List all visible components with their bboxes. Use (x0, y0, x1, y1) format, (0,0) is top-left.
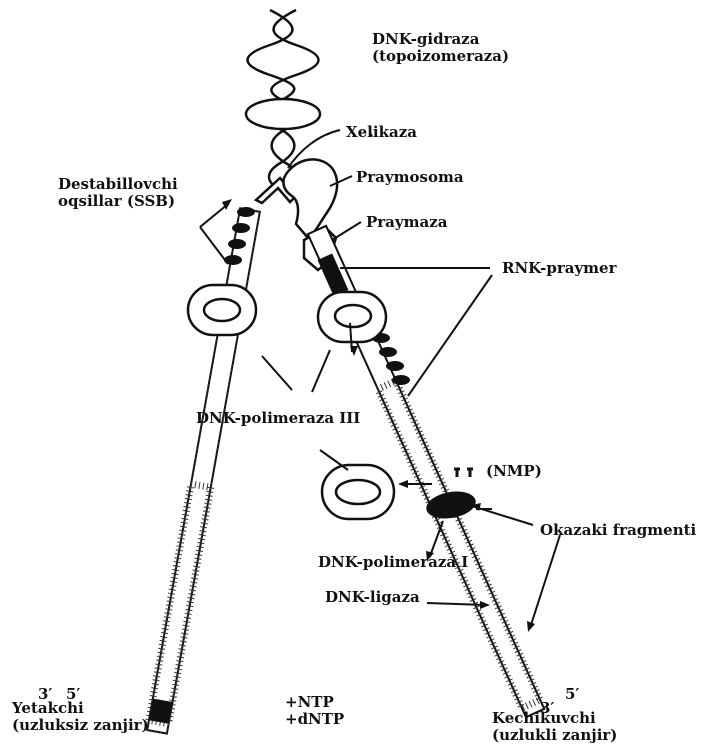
dna-polymerase-3-right (318, 292, 386, 342)
label-dna-polymerase-1: DNK-polimeraza I (318, 554, 468, 571)
label-xelikaza: Xelikaza (346, 124, 417, 141)
label-lagging-line1: Kechikuvchi (492, 700, 617, 727)
label-nmp: (NMP) (486, 463, 542, 480)
label-ntp-line1: +NTP (285, 694, 344, 711)
leading-strand-primer (149, 699, 173, 724)
label-ntp: +NTP +dNTP (285, 694, 344, 729)
label-dna-gidraza-line2: (topoizomeraza) (372, 48, 509, 65)
label-lagging-line2: (uzlukli zanjir) (492, 727, 617, 744)
label-dna-gidraza: DNK-gidraza (topoizomeraza) (372, 31, 509, 66)
label-destab-line1: Destabillovchi (58, 176, 178, 193)
label-praymosoma: Praymosoma (356, 169, 464, 186)
label-dna-gidraza-line1: DNK-gidraza (372, 31, 509, 48)
label-dna-polymerase-3: DNK-polimeraza III (196, 410, 360, 427)
label-dna-ligaza: DNK-ligaza (325, 589, 420, 606)
label-leading-line2: (uzluksiz zanjir) (12, 717, 149, 734)
dna-polymerase-3-free (322, 465, 394, 519)
label-leading-line1: Yetakchi (12, 700, 149, 717)
label-destabilizing-proteins: Destabillovchi oqsillar (SSB) (58, 176, 178, 211)
label-rnk-praymer: RNK-praymer (502, 260, 617, 277)
label-ntp-line2: +dNTP (285, 711, 344, 728)
nmp-marks (454, 469, 473, 477)
label-okazaki-fragment: Okazaki fragmenti (540, 522, 696, 539)
label-praymaza: Praymaza (366, 214, 447, 231)
dna-polymerase-3-left (188, 285, 256, 335)
label-leading-strand: Yetakchi (uzluksiz zanjir) (12, 700, 149, 735)
topoisomerase-ellipse (246, 99, 320, 129)
label-destab-line2: oqsillar (SSB) (58, 193, 178, 210)
